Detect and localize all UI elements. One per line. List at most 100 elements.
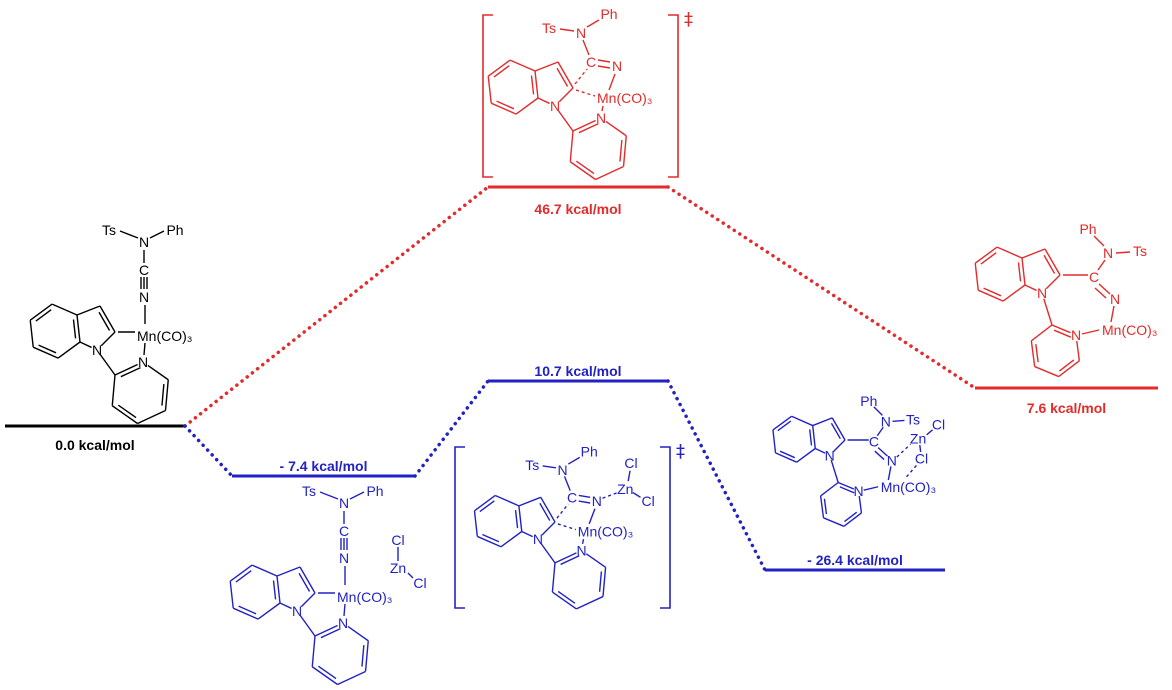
phenyl-group: Ph [581,444,598,460]
bond [276,575,281,604]
bond [257,602,281,620]
bond [1051,324,1071,334]
nitrile-nitrogen: N [339,550,349,566]
imine-nitrogen: N [592,493,602,509]
bond [578,494,591,498]
bond [598,571,603,592]
bond [147,364,169,381]
bond [317,665,337,680]
indole-nitrogen: N [825,447,835,463]
pyridine-nitrogen: N [338,615,348,631]
chlorine: Cl [624,455,637,471]
connector-start-to-zn-complex [183,424,234,478]
amine-nitrogen: N [339,495,349,511]
bond [622,135,627,167]
bond [299,615,316,637]
energy-label-product: 7.6 kcal/mol [1027,400,1106,416]
bond [1043,298,1053,326]
bond [877,447,888,457]
chlorine: Cl [391,532,404,548]
bond [72,319,77,339]
bond [238,605,257,615]
bond [540,496,556,523]
indole-nitrogen: N [550,98,560,114]
bond [494,494,520,507]
bond [557,61,574,89]
bond [588,508,596,525]
bond [575,160,595,175]
bond [279,602,292,610]
bond [1035,344,1039,363]
nitrile-carbon: C [339,523,349,539]
bond [530,75,535,95]
bond [602,567,607,597]
energy-label-zn-product: - 26.4 kcal/mol [807,552,903,568]
bond [1058,360,1080,378]
bond [1097,259,1106,271]
bond [99,305,116,333]
bond [487,59,511,77]
ts-bracket: ‡ [482,9,693,178]
bond [837,481,855,490]
bond [582,39,590,56]
nitrile-nitrogen: N [139,289,149,305]
bond [1094,287,1107,299]
bond [1034,365,1059,378]
bond [407,572,414,579]
bond [844,511,858,523]
bond [29,320,34,348]
bond [51,303,78,316]
bond [996,246,1023,259]
bond [361,644,365,667]
bond [298,572,311,592]
pyridine-nitrogen: N [1071,327,1081,343]
bond [57,341,81,359]
bond [311,635,316,667]
tosyl-group: Ts [1133,243,1147,259]
bond [32,346,59,359]
bond [347,625,369,642]
bond [300,592,316,608]
bond [143,342,146,356]
bond [99,354,116,376]
bond [29,303,53,321]
connector-start-to-ts [183,185,490,428]
bond [627,470,631,482]
zinc: Zn [617,481,633,497]
chlorine: Cl [915,451,928,467]
bond [1098,283,1111,295]
bond [482,533,500,543]
bond [515,97,539,115]
manganese-tricarbonyl: Mn(CO)₃ [137,328,192,344]
bond [619,139,623,162]
bond [823,498,828,515]
bond [100,331,116,347]
bond [496,100,515,110]
bond [337,670,366,686]
bond [76,314,81,343]
bond [974,263,979,291]
bond [477,535,502,548]
bond [863,486,879,491]
double-dagger-symbol: ‡ [684,9,693,30]
bond [534,61,559,72]
pyridine-nitrogen: N [138,354,148,370]
manganese-tricarbonyl: Mn(CO)₃ [1102,322,1157,338]
amine-nitrogen: N [881,413,891,429]
bond [534,70,539,99]
phenyl-group: Ph [1079,221,1096,237]
bond [1115,251,1131,254]
bond [1017,262,1022,282]
bond [117,404,137,419]
amine-nitrogen: N [139,234,149,250]
bond [235,570,252,583]
bond [576,595,604,610]
bond [887,466,892,481]
bond [892,419,905,422]
manganese-tricarbonyl: Mn(CO)₃ [337,589,392,605]
bond [111,374,116,406]
bond [518,496,542,507]
bond [601,105,604,112]
